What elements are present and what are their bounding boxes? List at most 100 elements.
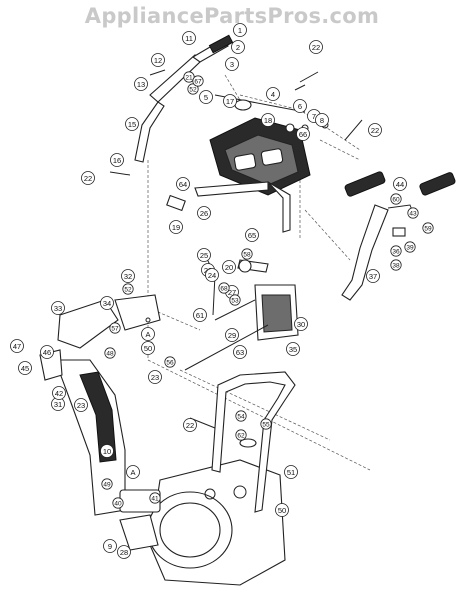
callout-circle <box>390 245 402 257</box>
callout-circle <box>366 269 380 283</box>
callout-number: 68 <box>220 285 228 292</box>
callout-circle <box>233 23 247 37</box>
callout-number: 23 <box>151 373 159 382</box>
callout-circle <box>125 117 139 131</box>
callout-number: 21 <box>185 74 193 81</box>
callout-60: 60 <box>390 193 402 205</box>
callout-circle <box>121 269 135 283</box>
callout-number: 38 <box>392 262 400 269</box>
callout-57: 57 <box>109 322 121 334</box>
callout-22: 22 <box>183 418 197 432</box>
auger-housing <box>119 459 286 586</box>
callout-number: 31 <box>54 400 62 409</box>
callout-circle <box>390 259 402 271</box>
callout-number: 23 <box>77 401 85 410</box>
callout-23: 23 <box>148 370 162 384</box>
handle-crossbar <box>166 181 291 233</box>
callout-circle <box>149 492 161 504</box>
callout-number: 22 <box>84 174 92 183</box>
callout-1: 1 <box>233 23 247 37</box>
callout-46: 46 <box>40 345 54 359</box>
callout-circle <box>10 339 24 353</box>
callout-circle <box>241 248 253 260</box>
callout-circle <box>197 206 211 220</box>
callout-44: 44 <box>393 177 407 191</box>
callout-63: 63 <box>233 345 247 359</box>
callout-number: 49 <box>103 481 111 488</box>
callout-number: 47 <box>13 342 21 351</box>
callout-number: 11 <box>185 34 193 43</box>
callout-number: 51 <box>287 468 295 477</box>
callout-32: 32 <box>121 269 135 283</box>
callout-number: 32 <box>124 272 132 281</box>
callout-circle <box>260 418 272 430</box>
callout-number: 20 <box>225 263 233 272</box>
callout-number: 60 <box>392 196 400 203</box>
callout-number: 36 <box>392 248 400 255</box>
callout-number: 44 <box>396 180 404 189</box>
callout-number: 30 <box>297 320 305 329</box>
callout-circle <box>315 113 329 127</box>
callout-22: 22 <box>309 40 323 54</box>
callout-13: 13 <box>134 77 148 91</box>
callout-2: 2 <box>231 40 245 54</box>
callout-circle <box>126 465 140 479</box>
callout-circle <box>368 123 382 137</box>
callout-circle <box>183 418 197 432</box>
callout-24: 24 <box>205 268 219 282</box>
callout-number: 7 <box>312 112 316 121</box>
callout-number: 58 <box>243 251 251 258</box>
callout-number: 63 <box>236 348 244 357</box>
callout-51: 51 <box>284 465 298 479</box>
callout-number: 53 <box>231 297 239 304</box>
callout-number: 22 <box>312 43 320 52</box>
callout-59: 59 <box>422 222 434 234</box>
callout-circle <box>229 294 241 306</box>
callout-29: 29 <box>225 328 239 342</box>
callout-circle <box>81 171 95 185</box>
callout-number: 55 <box>262 421 270 428</box>
callout-8: 8 <box>315 113 329 127</box>
callout-37: 37 <box>366 269 380 283</box>
callout-number: A <box>130 468 135 477</box>
callout-circle <box>104 347 116 359</box>
callout-5: 5 <box>199 90 213 104</box>
callout-number: 67 <box>194 78 202 85</box>
callout-circle <box>134 77 148 91</box>
callout-number: 10 <box>103 447 111 456</box>
callout-number: 22 <box>186 421 194 430</box>
callout-number: 1 <box>238 26 242 35</box>
callout-circle <box>141 327 155 341</box>
callout-number: 35 <box>289 345 297 354</box>
callout-circle <box>40 345 54 359</box>
callout-circle <box>225 328 239 342</box>
callout-30: 30 <box>294 317 308 331</box>
callout-9: 9 <box>103 539 117 553</box>
callout-number: 56 <box>166 359 174 366</box>
callout-number: 24 <box>208 271 216 280</box>
callout-50: 50 <box>275 503 289 517</box>
callout-number: 57 <box>111 325 119 332</box>
callout-number: 37 <box>369 272 377 281</box>
callout-number: 59 <box>424 225 432 232</box>
callout-circle <box>110 153 124 167</box>
callout-20: 20 <box>222 260 236 274</box>
callout-66: 66 <box>296 127 310 141</box>
callout-39: 39 <box>404 241 416 253</box>
callout-47: 47 <box>10 339 24 353</box>
callout-25: 25 <box>197 248 211 262</box>
callout-circle <box>199 90 213 104</box>
callout-53: 53 <box>229 294 241 306</box>
upper-handle-left <box>134 34 234 163</box>
callout-circle <box>407 207 419 219</box>
callout-circle <box>101 478 113 490</box>
callout-circle <box>293 99 307 113</box>
callout-circle <box>192 75 204 87</box>
callout-circle <box>52 386 66 400</box>
callout-circle <box>225 57 239 71</box>
callout-number: 5 <box>204 93 208 102</box>
callout-4: 4 <box>266 87 280 101</box>
callout-52: 52 <box>122 283 134 295</box>
callout-circle <box>233 345 247 359</box>
callout-28: 28 <box>117 545 131 559</box>
